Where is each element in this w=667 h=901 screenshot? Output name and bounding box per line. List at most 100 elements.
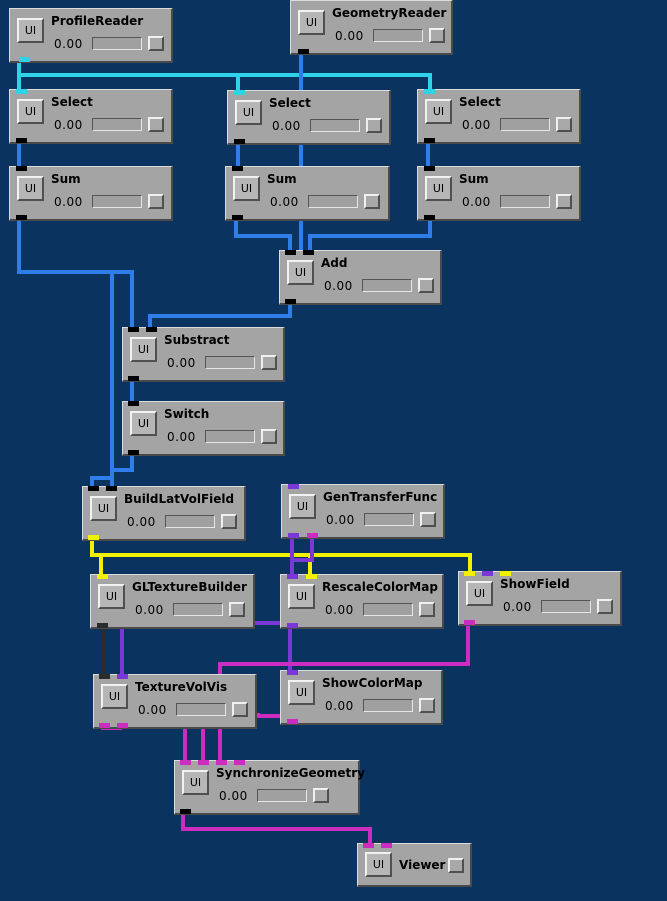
input-port[interactable]: [306, 574, 317, 579]
input-port[interactable]: [234, 90, 245, 95]
ui-button[interactable]: UI: [90, 496, 117, 521]
ui-button[interactable]: UI: [288, 680, 315, 705]
module-viewer[interactable]: UI Viewer: [357, 843, 472, 887]
ui-button[interactable]: UI: [130, 337, 157, 362]
wire-sum1-to-substract[interactable]: [17, 220, 134, 330]
module-rescale-color-map[interactable]: UI RescaleColorMap 0.00: [280, 574, 444, 629]
module-show-color-map[interactable]: UI ShowColorMap 0.00: [280, 670, 443, 725]
input-port[interactable]: [128, 401, 139, 406]
module-switch[interactable]: UI Switch 0.00: [122, 401, 285, 456]
status-box[interactable]: [419, 602, 435, 617]
module-add[interactable]: UI Add 0.00: [279, 250, 442, 305]
module-profile-reader[interactable]: UI ProfileReader 0.00: [9, 8, 173, 63]
ui-button[interactable]: UI: [98, 584, 125, 609]
status-box[interactable]: [148, 194, 164, 209]
ui-button[interactable]: UI: [287, 260, 314, 285]
status-box[interactable]: [221, 514, 237, 529]
input-port[interactable]: [288, 484, 299, 489]
output-port[interactable]: [180, 809, 191, 814]
ui-button[interactable]: UI: [289, 494, 316, 519]
input-port[interactable]: [99, 674, 110, 679]
ui-button[interactable]: UI: [17, 176, 44, 201]
input-port[interactable]: [285, 250, 296, 255]
status-box[interactable]: [366, 118, 382, 133]
output-port[interactable]: [298, 49, 309, 54]
ui-button[interactable]: UI: [233, 176, 260, 201]
output-port[interactable]: [99, 723, 110, 728]
status-box[interactable]: [448, 858, 464, 873]
module-gen-transfer-func[interactable]: UI GenTransferFunc 0.00: [281, 484, 445, 539]
status-box[interactable]: [364, 194, 380, 209]
ui-button[interactable]: UI: [425, 99, 452, 124]
status-box[interactable]: [429, 28, 445, 43]
input-port[interactable]: [216, 760, 227, 765]
module-texture-vol-vis[interactable]: UI TextureVolVis 0.00: [93, 674, 257, 729]
output-port[interactable]: [16, 138, 27, 143]
input-port[interactable]: [287, 574, 298, 579]
wire-switch-to-buildlatvol[interactable]: [110, 456, 134, 488]
module-sum-3[interactable]: UI Sum 0.00: [417, 166, 581, 221]
module-synchronize-geometry[interactable]: UI SynchronizeGeometry 0.00: [174, 760, 365, 815]
status-box[interactable]: [148, 36, 164, 51]
output-port[interactable]: [424, 215, 435, 220]
wire-profile-to-selects[interactable]: [17, 63, 432, 92]
status-box[interactable]: [556, 194, 572, 209]
input-port[interactable]: [180, 760, 191, 765]
status-box[interactable]: [229, 602, 245, 617]
ui-button[interactable]: UI: [130, 411, 157, 436]
ui-button[interactable]: UI: [17, 99, 44, 124]
output-port[interactable]: [232, 215, 243, 220]
module-gl-texture-builder[interactable]: UI GLTextureBuilder 0.00: [90, 574, 255, 629]
output-port[interactable]: [16, 215, 27, 220]
status-box[interactable]: [420, 512, 436, 527]
output-port[interactable]: [97, 623, 108, 628]
wire-sum2-to-add[interactable]: [234, 220, 292, 252]
ui-button[interactable]: UI: [17, 18, 44, 43]
input-port[interactable]: [464, 571, 475, 576]
output-port[interactable]: [285, 299, 296, 304]
status-box[interactable]: [232, 702, 248, 717]
input-port[interactable]: [106, 486, 117, 491]
status-box[interactable]: [597, 599, 613, 614]
status-box[interactable]: [556, 117, 572, 132]
module-show-field[interactable]: UI ShowField 0.00: [458, 571, 622, 626]
wire-sync-to-viewer[interactable]: [181, 812, 372, 846]
module-select-2[interactable]: UI Select 0.00: [227, 90, 391, 145]
module-build-lat-vol-field[interactable]: UI BuildLatVolField 0.00: [82, 486, 246, 541]
module-substract[interactable]: UI Substract 0.00: [122, 327, 285, 382]
input-port[interactable]: [381, 843, 392, 848]
input-port[interactable]: [117, 674, 128, 679]
status-box[interactable]: [261, 429, 277, 444]
input-port[interactable]: [16, 166, 27, 171]
module-sum-2[interactable]: UI Sum 0.00: [225, 166, 390, 221]
ui-button[interactable]: UI: [425, 176, 452, 201]
output-port[interactable]: [19, 57, 30, 62]
output-port[interactable]: [88, 535, 99, 540]
ui-button[interactable]: UI: [298, 10, 325, 35]
input-port[interactable]: [424, 89, 435, 94]
module-select-3[interactable]: UI Select 0.00: [417, 89, 581, 144]
input-port[interactable]: [232, 166, 243, 171]
input-port[interactable]: [128, 327, 139, 332]
input-port[interactable]: [303, 250, 314, 255]
wire-gentransfer-to-texturevolvis[interactable]: [120, 538, 314, 676]
ui-button[interactable]: UI: [365, 852, 392, 877]
wire-buildlatvol-yellow[interactable]: [90, 540, 472, 576]
input-port[interactable]: [287, 670, 298, 675]
status-box[interactable]: [261, 355, 277, 370]
input-port[interactable]: [146, 327, 157, 332]
ui-button[interactable]: UI: [235, 100, 262, 125]
output-port[interactable]: [117, 723, 128, 728]
output-port[interactable]: [424, 138, 435, 143]
module-sum-1[interactable]: UI Sum 0.00: [9, 166, 173, 221]
status-box[interactable]: [313, 788, 329, 803]
input-port[interactable]: [198, 760, 209, 765]
ui-button[interactable]: UI: [288, 584, 315, 609]
output-port[interactable]: [128, 376, 139, 381]
wire-sum3-to-add[interactable]: [308, 220, 432, 252]
output-port[interactable]: [307, 533, 318, 538]
output-port[interactable]: [234, 139, 245, 144]
output-port[interactable]: [287, 719, 298, 724]
output-port[interactable]: [287, 623, 298, 628]
wire-texturevolvis-to-sync[interactable]: [183, 728, 222, 760]
